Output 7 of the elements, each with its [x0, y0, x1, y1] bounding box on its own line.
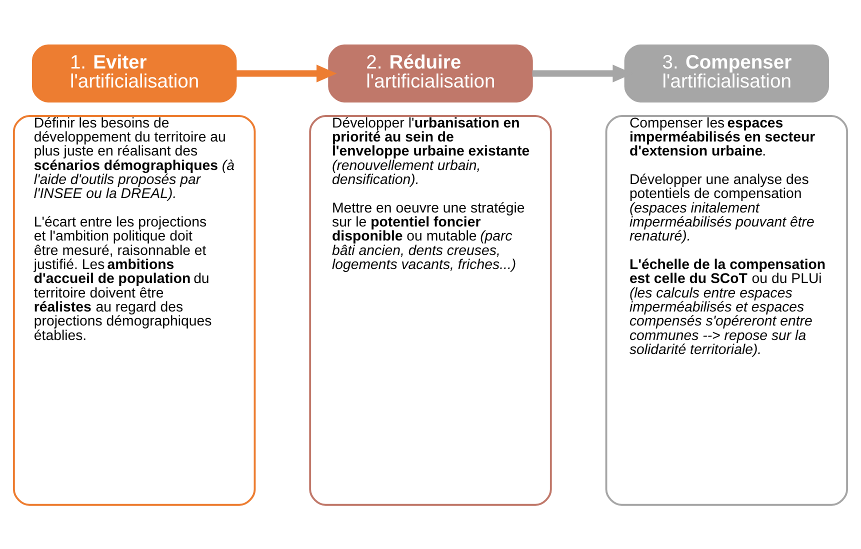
node-box: 2. Réduire l'artificialisation: [328, 44, 533, 102]
node-box: Définir les besoins de développement du territoire au plus juste en réalisant des scénarios démographiques (à l'aide d'outils proposés par l'INSEE ou la DREAL). L'écart entre les projections et l'ambition politique doit être mesuré, raisonnable et justifié. Les ambitions d'accueil de population du territoire doivent être réalistes au regard des projections démographiques établies.: [12, 114, 256, 506]
node-box: 3. Compenser l'artificialisation: [624, 44, 830, 102]
arrow: [236, 64, 337, 82]
node-box: 1. Eviter l'artificialisation: [32, 44, 237, 102]
node-box: Développer l'urbanisation en priorité au sein de l'enveloppe urbaine existante (renouvellement urbain, densification). Mettre en oeuvre une stratégie sur le potentiel foncier disponible ou mutable (parc bâti ancien, dents creuses, logements vacants, friches...): [309, 114, 552, 506]
node-box: Compenser les espaces imperméabilisés en secteur d'extension urbaine. Développer une analyse des potentiels de compensation (espaces initalement imperméabilisés pouvant être renaturé). L'échelle de la compensation est celle du SCoT ou du PLUi (les calculs entre espaces imperméabilisés et espaces compensés s'opéreront entre communes --> repose sur la solidarité territoriale).: [605, 114, 848, 506]
